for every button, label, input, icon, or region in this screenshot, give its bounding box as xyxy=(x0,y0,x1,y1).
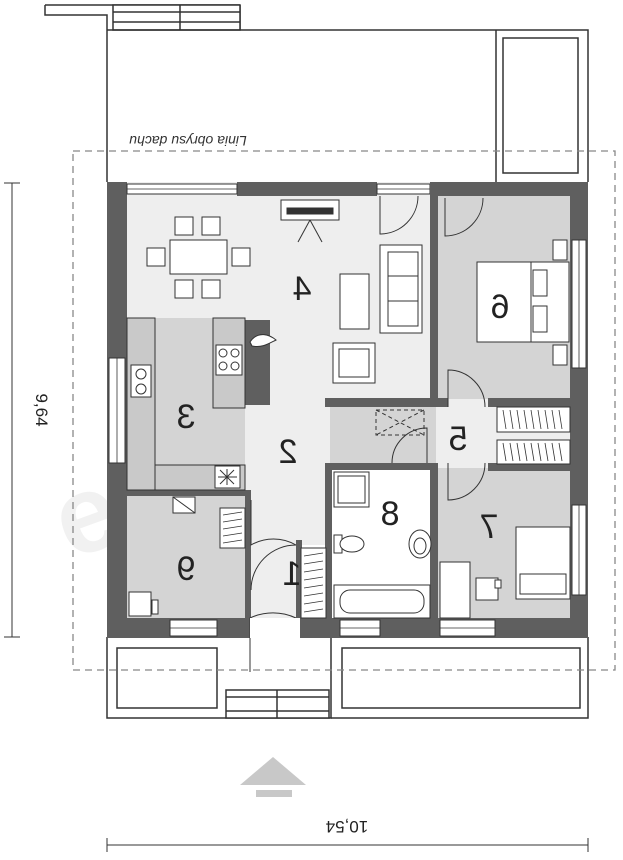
fireplace-icon xyxy=(280,199,340,243)
stove-icon xyxy=(215,344,243,376)
wardrobe-icon xyxy=(496,406,571,465)
room-5-floor xyxy=(330,407,436,465)
room-number-9: 9 xyxy=(177,550,196,588)
hall-wardrobe-icon xyxy=(219,507,327,619)
roof-line-label: Linia obrysu dachu xyxy=(129,133,247,149)
room-number-4: 4 xyxy=(293,270,312,308)
room-labels: 1 2 3 4 5 6 7 8 9 xyxy=(177,270,510,593)
entrance-opening xyxy=(250,618,300,638)
fridge-icon xyxy=(214,465,241,489)
width-dimension-line xyxy=(106,838,589,852)
width-dimension-label: 10,54 xyxy=(326,817,369,836)
utility-fixture-icon xyxy=(128,496,196,617)
doors xyxy=(249,195,486,672)
sofa-icon xyxy=(379,244,423,334)
shower-icon xyxy=(333,471,370,508)
entrance-arrow-icon xyxy=(240,757,306,797)
armchair-icon xyxy=(332,342,376,384)
sink-icon xyxy=(130,364,152,398)
interior-walls xyxy=(127,182,570,623)
room-number-7: 7 xyxy=(480,508,499,546)
toilet-icon xyxy=(333,534,365,554)
room-number-6: 6 xyxy=(491,288,510,326)
roof-outline xyxy=(72,150,616,671)
room-number-2: 2 xyxy=(279,433,298,471)
washbasin-icon xyxy=(408,529,432,559)
coffee-table-icon xyxy=(339,273,370,330)
room-number-1: 1 xyxy=(283,555,302,593)
room-number-5: 5 xyxy=(449,420,468,458)
depth-dimension-label: 9,64 xyxy=(32,393,51,426)
hall-wardrobe-hangers xyxy=(222,511,324,613)
room-number-8: 8 xyxy=(381,495,400,533)
room-number-3: 3 xyxy=(177,398,196,436)
depth-dimension-line xyxy=(4,182,20,638)
bathtub-icon xyxy=(333,584,431,619)
plant-icon xyxy=(249,334,277,347)
single-bed-icon xyxy=(515,526,571,600)
desk-icon xyxy=(439,561,502,619)
dining-set xyxy=(146,216,251,299)
window-glazing xyxy=(116,188,580,629)
attic-hatch-icon xyxy=(375,409,425,436)
bottom-terraces xyxy=(106,637,589,719)
wardrobe-hangers xyxy=(502,409,563,462)
top-terrace xyxy=(44,4,589,182)
double-bed-icon xyxy=(476,239,570,366)
